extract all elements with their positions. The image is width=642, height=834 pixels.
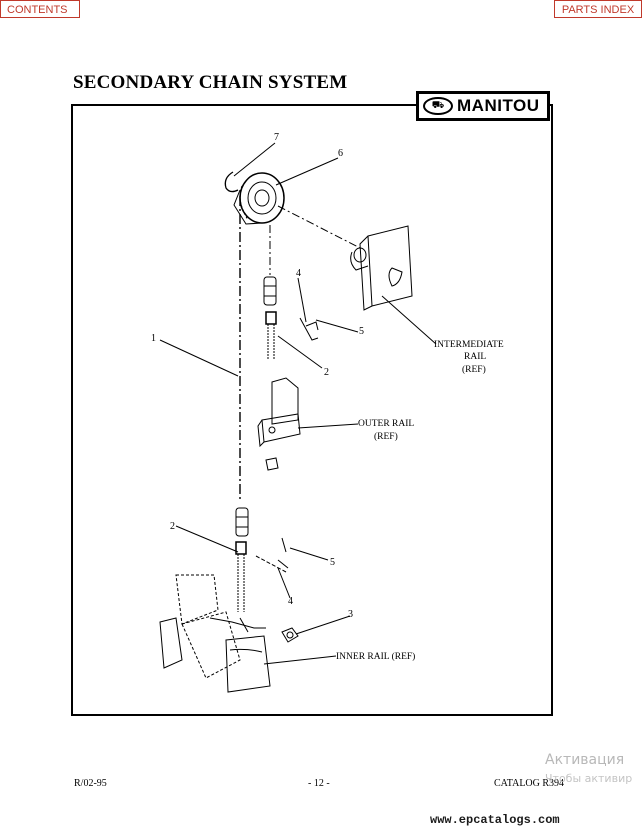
activation-watermark: Активация	[545, 752, 625, 768]
snap-ring-part	[224, 171, 239, 193]
site-url: www.epcatalogs.com	[430, 813, 560, 827]
activation-watermark-sub: Чтобы активир	[545, 772, 633, 785]
outer-rail-label-line1: OUTER RAIL	[358, 419, 414, 429]
callout-2: 2	[324, 367, 329, 378]
callout-2-lower: 2	[170, 521, 175, 532]
revision-date: R/02-95	[74, 778, 107, 789]
intermediate-rail-label-line3: (REF)	[462, 364, 486, 375]
anchor-bolt-lower	[235, 541, 247, 612]
callout-1: 1	[151, 333, 156, 344]
page-number: - 12 -	[308, 778, 330, 789]
diagram-frame	[71, 104, 553, 716]
outer-rail-part	[257, 377, 301, 448]
callout-4-lower: 4	[288, 596, 293, 607]
inner-rail-part	[159, 574, 271, 693]
catalog-number: CATALOG R394	[494, 778, 565, 789]
intermediate-rail-label-line1: INTERMEDIATE	[434, 340, 504, 350]
nut-part	[281, 627, 299, 643]
callout-4: 4	[296, 268, 301, 279]
logo-text: MANITOU	[457, 96, 540, 115]
callout-3: 3	[348, 609, 353, 620]
chain-link-lower	[235, 507, 249, 537]
outer-rail-label-line2: (REF)	[374, 431, 398, 442]
callout-6: 6	[338, 148, 343, 159]
parts-index-button[interactable]: PARTS INDEX	[554, 0, 642, 18]
inner-rail-label: INNER RAIL (REF)	[336, 651, 415, 662]
callout-5-lower: 5	[330, 557, 335, 568]
intermediate-rail-part	[350, 225, 413, 311]
callout-5: 5	[359, 326, 364, 337]
intermediate-rail-label-line2: RAIL	[464, 352, 486, 362]
pulley-part	[233, 172, 285, 225]
forklift-icon: ⛟	[423, 97, 453, 115]
callout-7: 7	[274, 132, 279, 143]
manitou-logo: ⛟ MANITOU	[416, 91, 550, 121]
page-title: SECONDARY CHAIN SYSTEM	[73, 72, 348, 93]
contents-button[interactable]: CONTENTS	[0, 0, 80, 18]
anchor-bolt-upper	[265, 311, 277, 360]
chain-link-upper	[263, 276, 277, 306]
